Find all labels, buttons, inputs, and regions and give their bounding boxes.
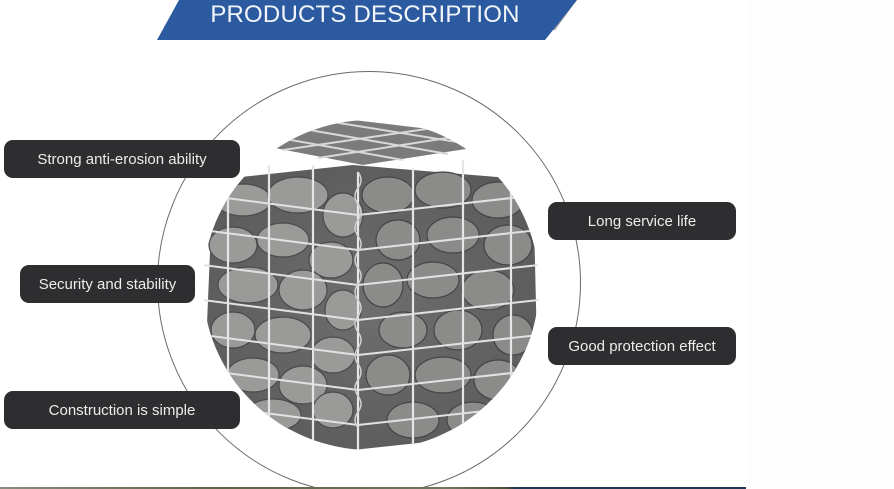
next-section-edge — [0, 487, 746, 489]
feature-label-good-protection: Good protection effect — [548, 327, 736, 365]
feature-text: Security and stability — [38, 275, 177, 293]
feature-text: Construction is simple — [48, 401, 196, 419]
feature-label-security-stability: Security and stability — [20, 265, 195, 303]
banner-title: PRODUCTS DESCRIPTION — [210, 1, 520, 28]
feature-label-long-service-life: Long service life — [548, 202, 736, 240]
product-description-panel: PRODUCTS DESCRIPTION — [0, 0, 746, 489]
section-banner: PRODUCTS DESCRIPTION — [157, 0, 577, 40]
feature-label-construction-simple: Construction is simple — [4, 391, 240, 429]
feature-text: Strong anti-erosion ability — [37, 150, 207, 168]
gabion-basket-image — [203, 120, 539, 450]
feature-label-anti-erosion: Strong anti-erosion ability — [4, 140, 240, 178]
feature-text: Good protection effect — [568, 337, 716, 355]
banner-ribbon-shape — [157, 0, 577, 40]
feature-text: Long service life — [587, 212, 697, 230]
